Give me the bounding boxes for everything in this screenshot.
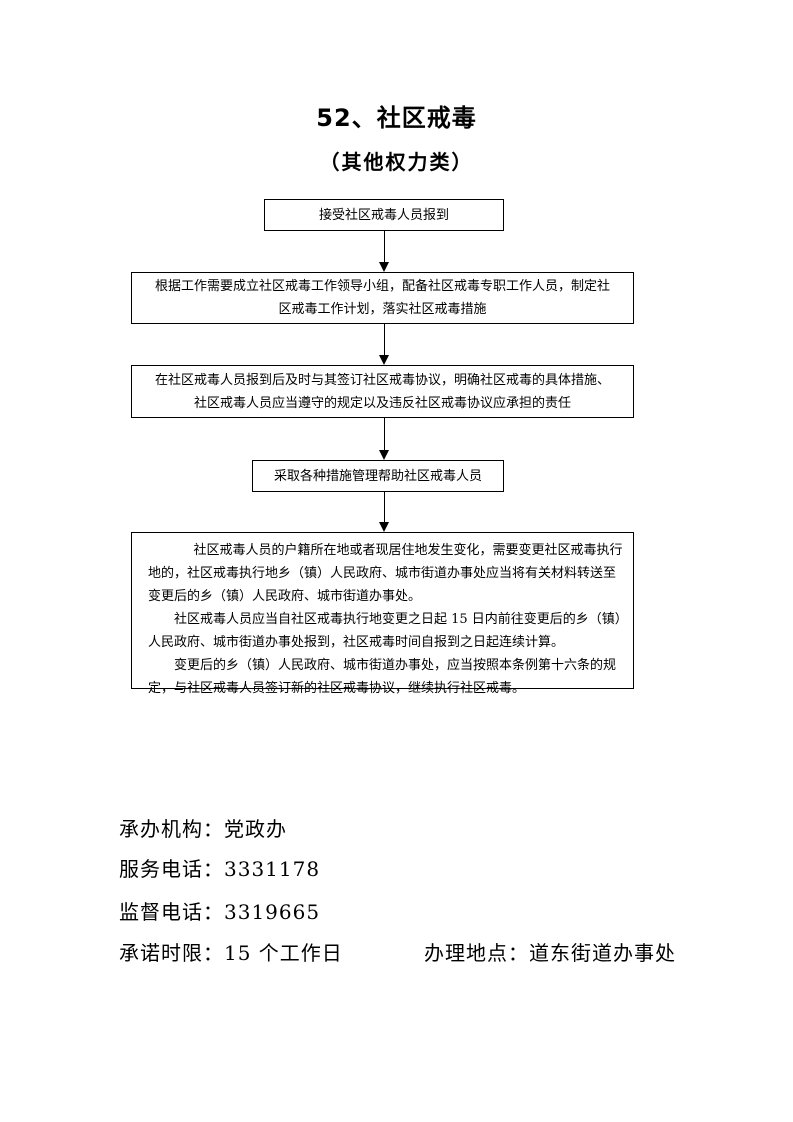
page-subtitle: （其他权力类） xyxy=(319,150,474,174)
agency-info: 承办机构：党政办 xyxy=(119,817,287,841)
flow-step-1-text: 接受社区戒毒人员报到 xyxy=(318,207,449,223)
supervision-phone-info: 监督电话：3319665 xyxy=(119,900,321,924)
service-phone-info: 服务电话：3331178 xyxy=(119,857,321,881)
flow-step-1: 接受社区戒毒人员报到 xyxy=(264,199,504,231)
flow-step-5: 社区戒毒人员的户籍所在地或者现居住地发生变化，需要变更社区戒毒执行地的，社区戒毒… xyxy=(131,532,634,696)
flow-step-3: 在社区戒毒人员报到后及时与其签订社区戒毒协议，明确社区戒毒的具体措施、 社区戒毒… xyxy=(131,365,634,418)
flow-step-5-paragraph-3: 变更后的乡（镇）人民政府、城市街道办事处，应当按照本条例第十六条的规定，与社区戒… xyxy=(148,658,617,696)
flow-step-3-line-2: 社区戒毒人员应当遵守的规定以及违反社区戒毒协议应承担的责任 xyxy=(193,395,571,411)
flow-step-2-line-2: 区戒毒工作计划，落实社区戒毒措施 xyxy=(278,302,487,317)
flow-step-2-line-1: 根据工作需要成立社区戒毒工作领导小组，配备社区戒毒专职工作人员，制定社 xyxy=(154,279,610,294)
flow-step-4: 采取各种措施管理帮助社区戒毒人员 xyxy=(252,460,504,492)
location-info: 办理地点：道东街道办事处 xyxy=(424,941,676,965)
flow-step-3-line-1: 在社区戒毒人员报到后及时与其签订社区戒毒协议，明确社区戒毒的具体措施、 xyxy=(154,372,610,388)
time-limit-info: 承诺时限：15 个工作日 xyxy=(119,941,343,965)
flow-step-5-paragraph-2: 社区戒毒人员应当自社区戒毒执行地变更之日起 15 日内前往变更后的乡（镇）人民政… xyxy=(148,612,622,650)
flow-step-4-text: 采取各种措施管理帮助社区戒毒人员 xyxy=(273,468,482,484)
flow-step-2: 根据工作需要成立社区戒毒工作领导小组，配备社区戒毒专职工作人员，制定社 区戒毒工… xyxy=(131,272,634,324)
page-title: 52、社区戒毒 xyxy=(316,104,477,132)
flow-step-5-paragraph-1: 社区戒毒人员的户籍所在地或者现居住地发生变化，需要变更社区戒毒执行地的，社区戒毒… xyxy=(148,543,623,604)
